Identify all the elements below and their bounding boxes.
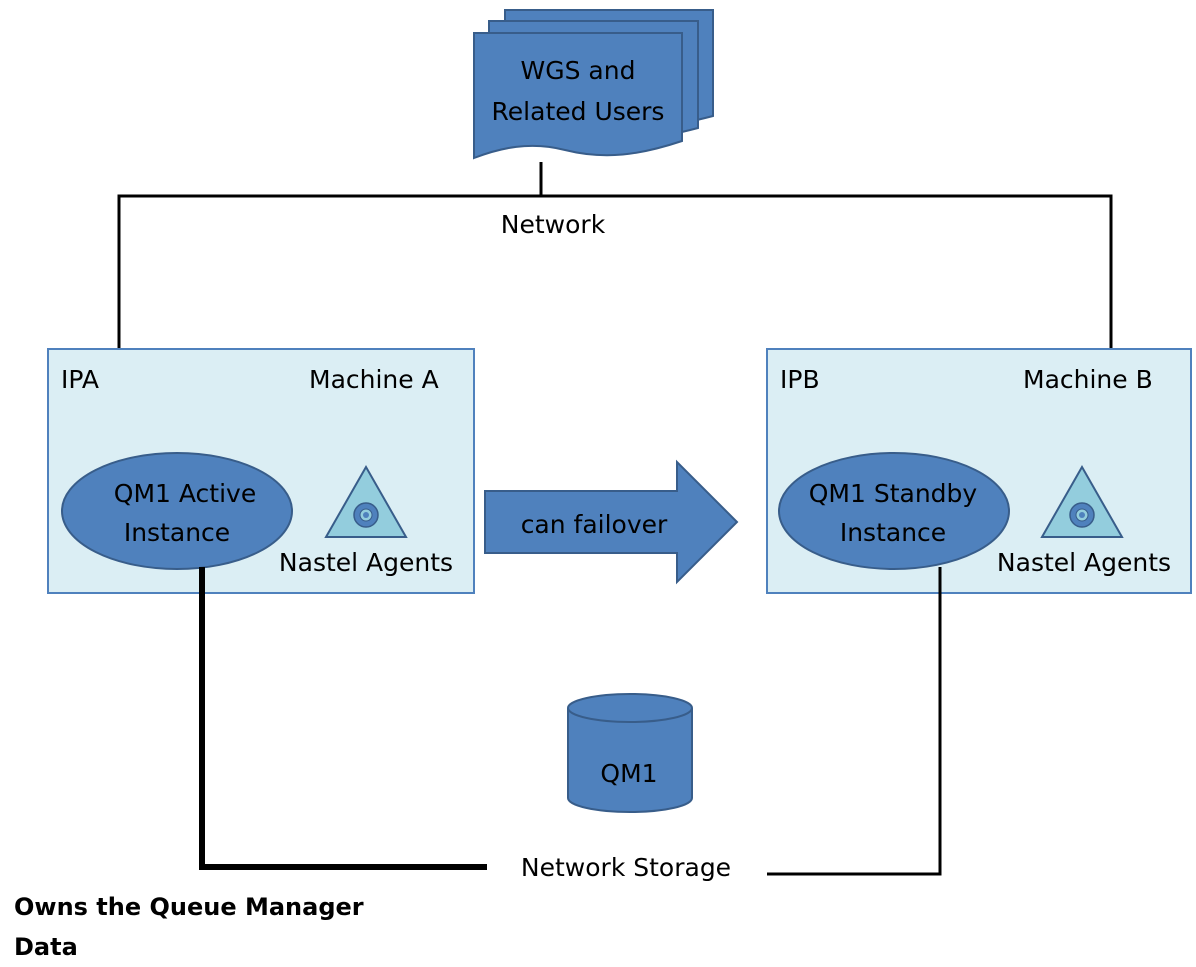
nastel-agent-icon xyxy=(1040,464,1124,538)
standby-storage-connection xyxy=(767,567,942,876)
network-storage-label: Network Storage xyxy=(521,853,731,882)
machine-a-ip: IPA xyxy=(61,365,99,394)
owner-note: Owns the Queue Manager Data xyxy=(14,893,364,961)
active-storage-connection xyxy=(199,567,487,870)
failover-arrow xyxy=(484,459,739,585)
network-label: Network xyxy=(501,210,606,239)
machine-a-name: Machine A xyxy=(309,365,439,394)
qm1-active-instance xyxy=(61,452,293,570)
qm1-database-icon xyxy=(567,693,693,813)
qm1-active-line1: QM1 Active xyxy=(114,479,256,508)
machine-a-agents-label: Nastel Agents xyxy=(279,548,453,577)
machine-b-name: Machine B xyxy=(1023,365,1153,394)
qm1-standby-line1: QM1 Standby xyxy=(809,479,978,508)
nastel-agent-icon xyxy=(324,464,408,538)
users-label-line2: Related Users xyxy=(492,97,665,126)
qm1-database-label: QM1 xyxy=(600,759,657,788)
qm1-active-line2: Instance xyxy=(124,518,230,547)
machine-b-ip: IPB xyxy=(780,365,820,394)
failover-label: can failover xyxy=(521,510,668,539)
users-label-line1: WGS and xyxy=(521,56,636,85)
network-lines xyxy=(117,162,1113,348)
users-multidocument xyxy=(473,9,714,160)
machine-b-agents-label: Nastel Agents xyxy=(997,548,1171,577)
qm1-standby-instance xyxy=(778,452,1010,570)
qm1-standby-line2: Instance xyxy=(840,518,946,547)
